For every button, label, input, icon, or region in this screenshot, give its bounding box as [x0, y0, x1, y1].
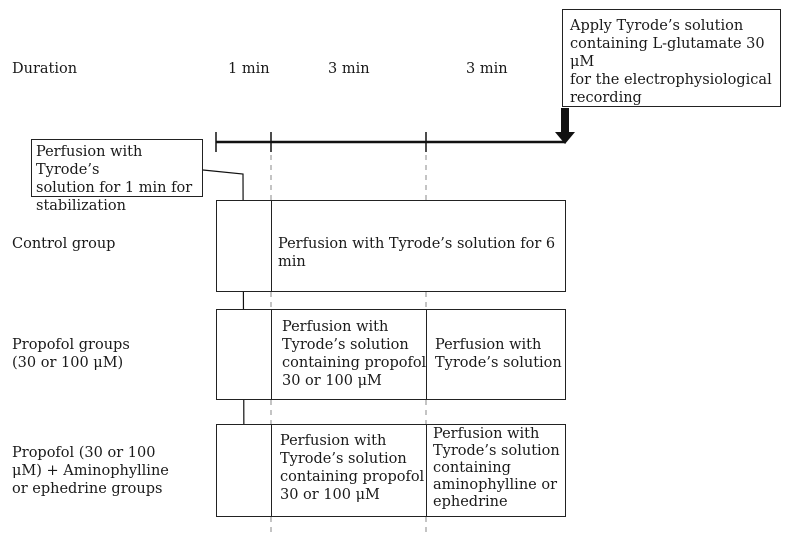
propofol-cell-1-text: Perfusion with Tyrode’s solution contain…: [282, 319, 427, 389]
glutamate-arrow-shaft: [561, 108, 569, 134]
stabilization-callout-box: Perfusion with Tyrode’s solution for 1 m…: [31, 139, 203, 214]
control-divider: [271, 201, 272, 291]
propofol-cell-2-text: Perfusion with Tyrode’s solution: [435, 337, 562, 371]
glutamate-callout-box: Apply Tyrode’s solution containing L-glu…: [562, 9, 781, 107]
combination-divider-2: [426, 425, 427, 516]
control-cell-text: Perfusion with Tyrode’s solution for 6 m…: [278, 236, 556, 270]
control-group-label: Control group: [12, 236, 116, 252]
combination-group-label: Propofol (30 or 100 μM) + Aminophylline …: [12, 445, 169, 497]
glutamate-callout-text: Apply Tyrode’s solution containing L-glu…: [570, 18, 772, 106]
propofol-divider-2: [426, 310, 427, 399]
propofol-group-label: Propofol groups (30 or 100 μM): [12, 337, 130, 371]
timeline-label-3min-a: 3 min: [328, 61, 370, 77]
glutamate-arrow-head: [555, 132, 575, 144]
combination-group-box: Perfusion with Tyrode’s solution contain…: [216, 424, 566, 517]
combination-divider-1: [271, 425, 272, 516]
duration-label: Duration: [12, 61, 78, 77]
control-group-box: Perfusion with Tyrode’s solution for 6 m…: [216, 200, 566, 292]
combination-cell-2-text: Perfusion with Tyrode’s solution contain…: [433, 426, 560, 510]
propofol-divider-1: [271, 310, 272, 399]
propofol-group-box: Perfusion with Tyrode’s solution contain…: [216, 309, 566, 400]
combination-cell-1-text: Perfusion with Tyrode’s solution contain…: [280, 433, 425, 503]
stabilization-callout-text: Perfusion with Tyrode’s solution for 1 m…: [36, 144, 193, 214]
timeline-label-3min-b: 3 min: [466, 61, 508, 77]
timeline-label-1min: 1 min: [228, 61, 270, 77]
